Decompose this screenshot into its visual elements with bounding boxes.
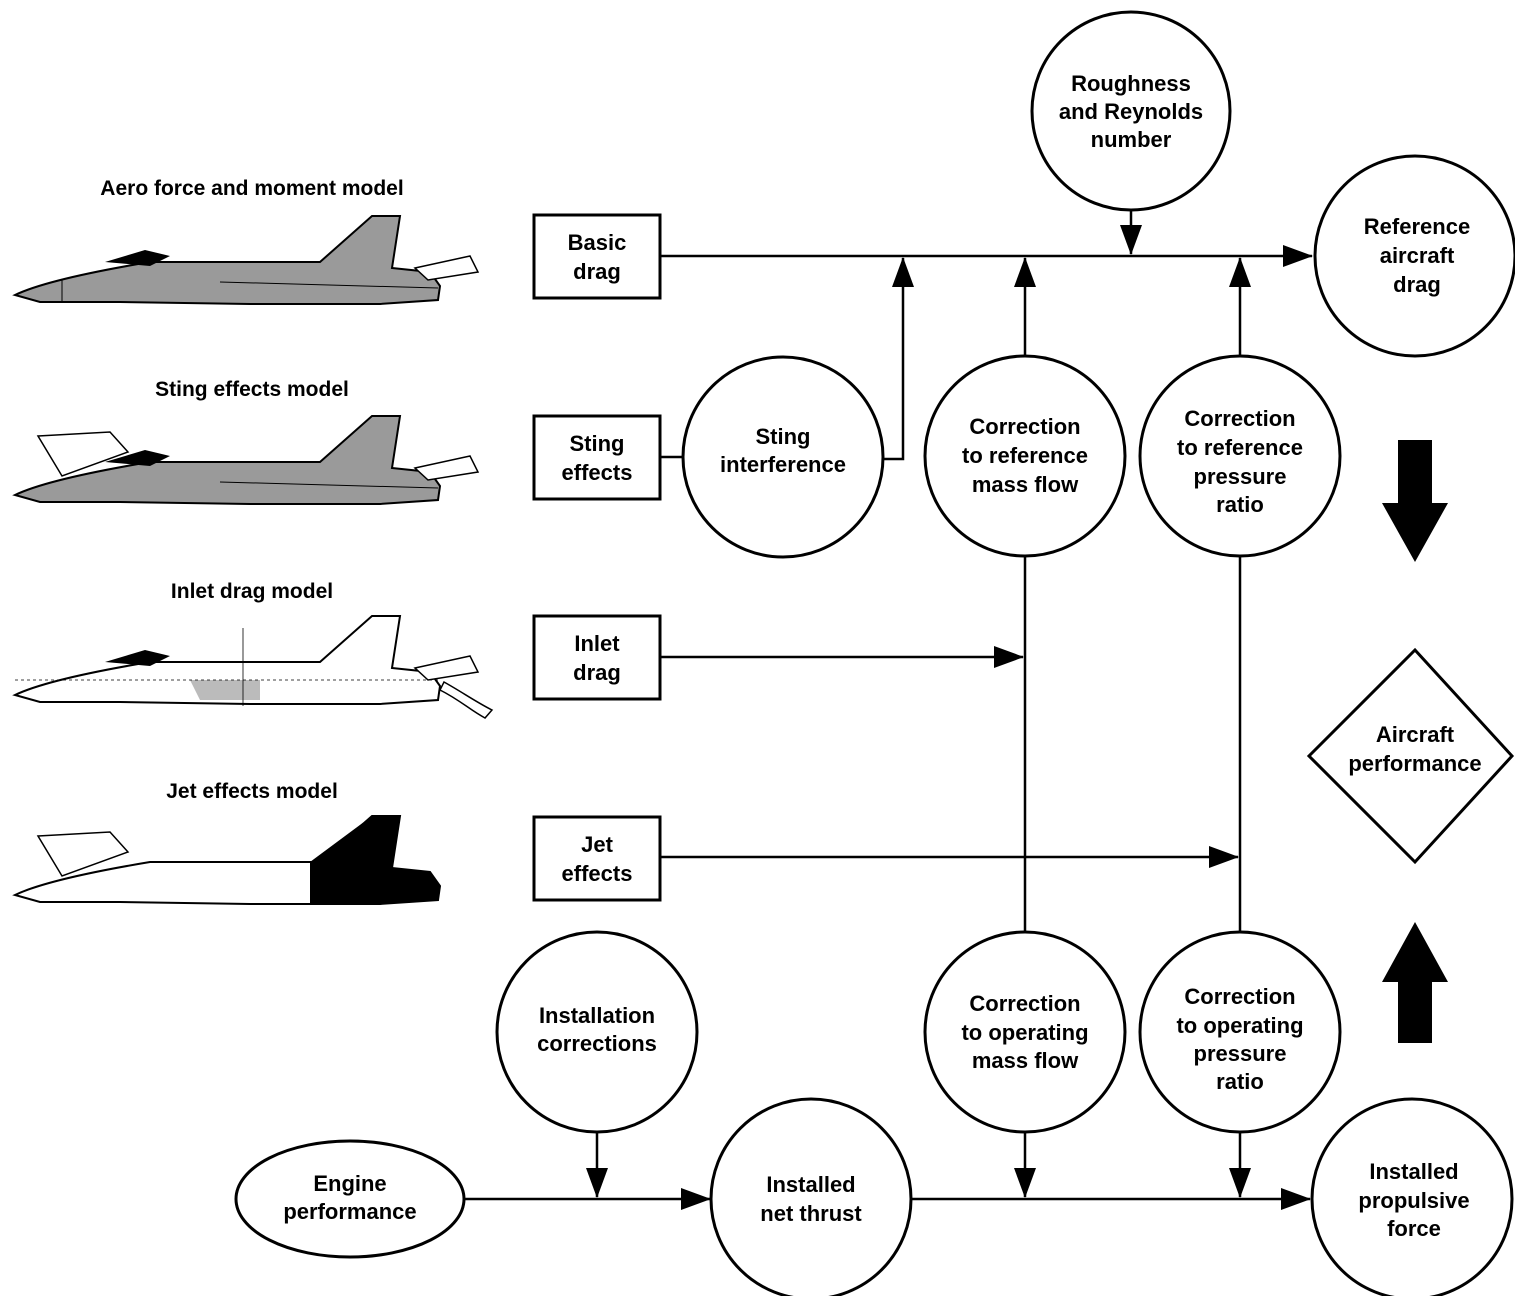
svg-text:Installed: Installed (766, 1172, 855, 1197)
svg-text:ratio: ratio (1216, 492, 1264, 517)
diamond-aircraft-performance: Aircraft performance (1306, 647, 1515, 865)
up-arrow-icon (1382, 922, 1448, 1043)
svg-text:performance: performance (1348, 751, 1481, 776)
svg-text:number: number (1091, 127, 1172, 152)
svg-text:Jet: Jet (581, 832, 613, 857)
circle-sting-interference: Sting interference (681, 355, 885, 559)
svg-text:pressure: pressure (1194, 464, 1287, 489)
svg-text:pressure: pressure (1194, 1041, 1287, 1066)
svg-text:Correction: Correction (1184, 406, 1295, 431)
svg-text:Inlet: Inlet (574, 631, 620, 656)
svg-text:effects: effects (562, 861, 633, 886)
svg-text:mass flow: mass flow (972, 1048, 1079, 1073)
svg-text:force: force (1387, 1216, 1441, 1241)
svg-text:Basic: Basic (568, 230, 627, 255)
svg-text:drag: drag (573, 259, 621, 284)
down-arrow-icon (1382, 440, 1448, 562)
circle-correction-operating-pressure-ratio: Correction to operating pressure ratio (1138, 930, 1342, 1134)
svg-text:Reference: Reference (1364, 214, 1470, 239)
box-inlet-drag: Inlet drag (532, 614, 662, 701)
svg-text:performance: performance (283, 1199, 416, 1224)
svg-text:Engine: Engine (313, 1171, 386, 1196)
circle-correction-operating-mass-flow: Correction to operating mass flow (923, 930, 1127, 1134)
circle-installed-net-thrust: Installed net thrust (709, 1097, 913, 1296)
svg-text:corrections: corrections (537, 1031, 657, 1056)
svg-text:drag: drag (1393, 272, 1441, 297)
svg-text:drag: drag (573, 660, 621, 685)
ellipse-engine-performance: Engine performance (234, 1139, 466, 1259)
svg-text:propulsive: propulsive (1358, 1188, 1469, 1213)
svg-text:to reference: to reference (1177, 435, 1303, 460)
svg-text:Aircraft: Aircraft (1376, 722, 1455, 747)
svg-text:net thrust: net thrust (760, 1201, 862, 1226)
aero-model-aircraft-icon (12, 215, 480, 305)
box-sting-effects: Sting effects (532, 414, 662, 501)
circle-correction-reference-pressure-ratio: Correction to reference pressure ratio (1138, 354, 1342, 558)
svg-text:ratio: ratio (1216, 1069, 1264, 1094)
svg-text:effects: effects (562, 460, 633, 485)
circle-installed-propulsive-force: Installed propulsive force (1310, 1097, 1514, 1296)
svg-text:to reference: to reference (962, 443, 1088, 468)
jet-model-aircraft-icon (12, 815, 442, 905)
svg-text:aircraft: aircraft (1380, 243, 1455, 268)
svg-text:Correction: Correction (969, 414, 1080, 439)
svg-text:to operating: to operating (961, 1020, 1088, 1045)
svg-text:Installation: Installation (539, 1003, 655, 1028)
svg-text:Sting: Sting (756, 424, 811, 449)
circle-installation-corrections: Installation corrections (495, 930, 699, 1134)
svg-text:Sting: Sting (570, 431, 625, 456)
model-label-aero: Aero force and moment model (100, 177, 403, 200)
svg-text:and Reynolds: and Reynolds (1059, 99, 1203, 124)
svg-text:to operating: to operating (1176, 1013, 1303, 1038)
box-jet-effects: Jet effects (532, 815, 662, 902)
connectors (464, 208, 1313, 1210)
svg-text:Correction: Correction (969, 991, 1080, 1016)
circle-reference-drag: Reference aircraft drag (1313, 154, 1515, 358)
circle-roughness: Roughness and Reynolds number (1030, 10, 1232, 212)
svg-text:interference: interference (720, 452, 846, 477)
sting-model-aircraft-icon (12, 415, 480, 505)
model-label-sting: Sting effects model (155, 378, 349, 401)
circle-correction-reference-mass-flow: Correction to reference mass flow (923, 354, 1127, 558)
svg-text:Installed: Installed (1369, 1159, 1458, 1184)
svg-text:mass flow: mass flow (972, 472, 1079, 497)
box-basic-drag: Basic drag (532, 213, 662, 300)
model-label-jet: Jet effects model (166, 780, 338, 803)
svg-text:Roughness: Roughness (1071, 71, 1191, 96)
inlet-model-aircraft-icon (12, 615, 494, 719)
model-label-inlet: Inlet drag model (171, 580, 333, 603)
svg-text:Correction: Correction (1184, 984, 1295, 1009)
